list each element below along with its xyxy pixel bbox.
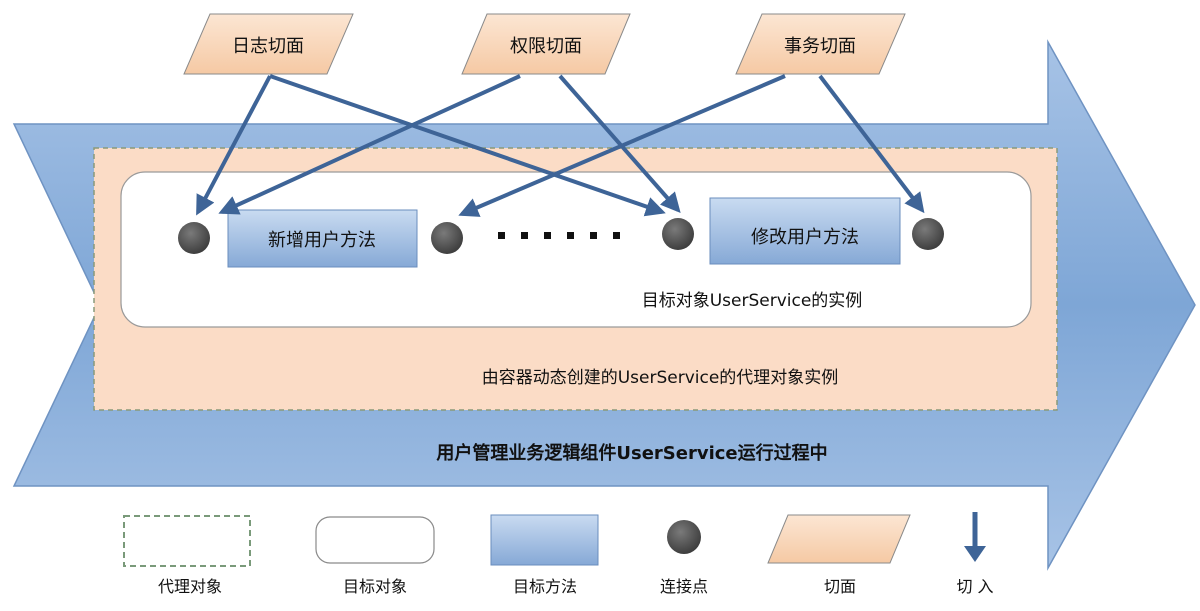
ellipsis-dots — [498, 232, 620, 239]
method-add-user: 新增用户方法 — [227, 209, 418, 268]
weave-arrows — [196, 74, 925, 217]
method-edit-user-label: 修改用户方法 — [751, 227, 859, 248]
weave-arrow-log-2 — [269, 74, 666, 217]
aspect-permission: 权限切面 — [461, 13, 631, 75]
join-point-1 — [178, 222, 210, 254]
legend-method-swatch — [490, 514, 599, 566]
weave-arrow-tx-2 — [818, 74, 925, 214]
target-object-label: 目标对象UserService的实例 — [642, 291, 863, 311]
legend-proxy-label: 代理对象 — [158, 577, 222, 596]
legend-weave-label: 切 入 — [956, 577, 993, 596]
join-point-3 — [662, 218, 694, 250]
legend: 代理对象 目标对象 目标方法 连接点 切面 切 入 — [123, 512, 994, 596]
legend-aspect-swatch — [767, 514, 911, 564]
weave-arrow-perm-2 — [558, 74, 681, 214]
method-add-user-label: 新增用户方法 — [268, 230, 376, 251]
legend-weave-arrow-icon — [964, 512, 986, 562]
join-point-4 — [912, 218, 944, 250]
weave-arrow-tx-1 — [458, 74, 786, 217]
legend-join-point-swatch — [667, 520, 701, 554]
legend-aspect-label: 切面 — [824, 577, 856, 596]
weave-arrow-log-1 — [196, 75, 272, 216]
aspect-logging-label: 日志切面 — [232, 36, 304, 57]
proxy-object-label: 由容器动态创建的UserService的代理对象实例 — [482, 368, 839, 388]
legend-join-point-label: 连接点 — [660, 577, 708, 596]
aspect-logging: 日志切面 — [183, 13, 354, 75]
aspect-transaction-label: 事务切面 — [784, 36, 856, 57]
legend-method-label: 目标方法 — [513, 577, 577, 596]
legend-target-label: 目标对象 — [343, 577, 407, 596]
method-edit-user: 修改用户方法 — [709, 197, 901, 265]
aspect-transaction: 事务切面 — [735, 13, 906, 75]
process-label: 用户管理业务逻辑组件UserService运行过程中 — [436, 442, 827, 464]
aspect-permission-label: 权限切面 — [510, 36, 582, 57]
legend-proxy-swatch — [123, 515, 251, 567]
weave-arrow-perm-1 — [218, 74, 521, 215]
legend-target-swatch — [315, 516, 435, 564]
join-point-2 — [431, 222, 463, 254]
